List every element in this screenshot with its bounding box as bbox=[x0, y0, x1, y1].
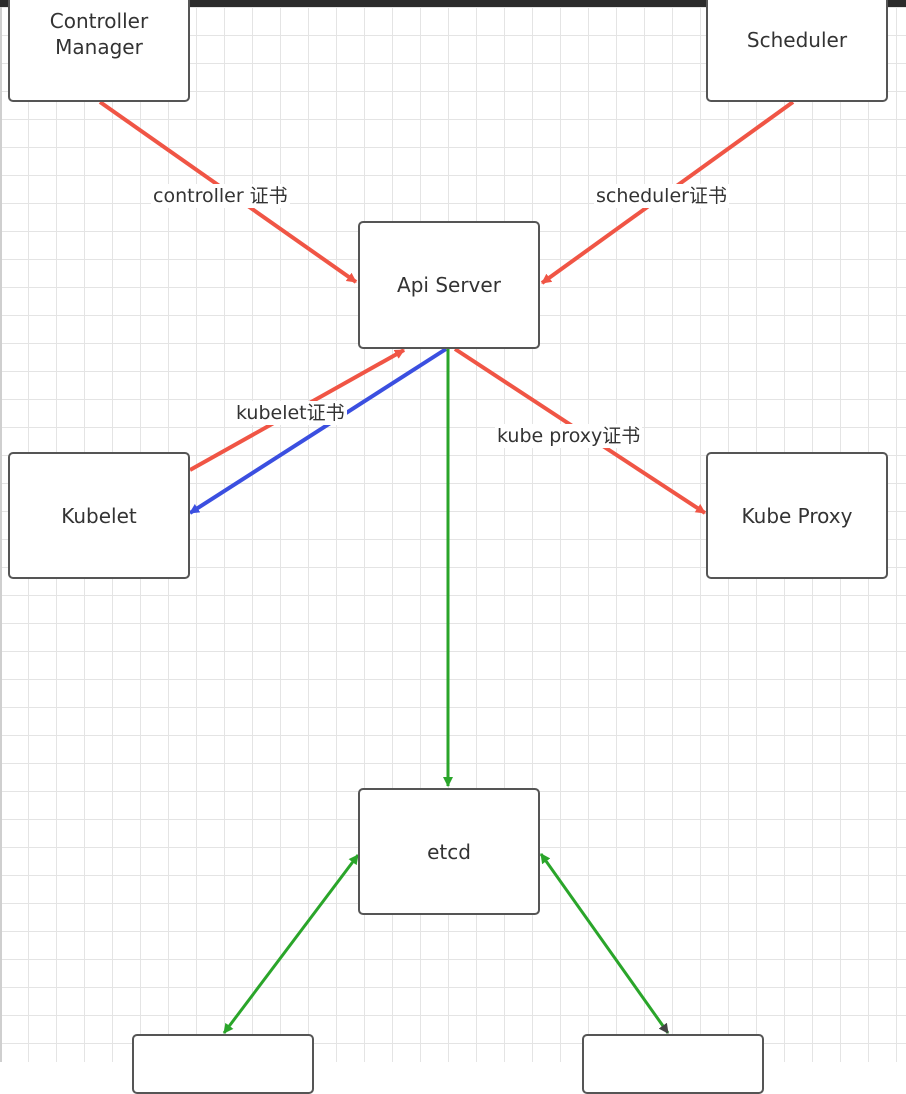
edge-etcd-bottom-left bbox=[222, 854, 360, 1034]
node-kubelet[interactable]: Kubelet bbox=[8, 452, 190, 579]
edge-api-to-kubelet bbox=[188, 347, 448, 515]
edge-label-kube-proxy: kube proxy证书 bbox=[495, 424, 643, 448]
node-api-server-label: Api Server bbox=[397, 273, 501, 297]
node-scheduler[interactable]: Scheduler bbox=[706, 0, 888, 102]
node-etcd[interactable]: etcd bbox=[358, 788, 540, 915]
node-scheduler-label: Scheduler bbox=[746, 28, 848, 52]
node-api-server[interactable]: Api Server bbox=[358, 221, 540, 349]
node-kubelet-label: Kubelet bbox=[61, 503, 137, 528]
edge-etcd-bottom-right bbox=[539, 853, 670, 1034]
canvas-left-border bbox=[0, 7, 2, 1062]
edge-label-kubelet: kubelet证书 bbox=[234, 401, 347, 425]
edge-label-scheduler: scheduler证书 bbox=[594, 184, 729, 208]
node-bottom-right[interactable] bbox=[582, 1034, 764, 1094]
window-top-bar bbox=[0, 0, 906, 7]
node-kube-proxy-label: Kube Proxy bbox=[741, 503, 853, 528]
node-controller-manager[interactable]: Controller Manager bbox=[8, 0, 190, 102]
node-bottom-left[interactable] bbox=[132, 1034, 314, 1094]
node-etcd-label: etcd bbox=[427, 839, 471, 864]
node-controller-manager-label: Controller Manager bbox=[49, 9, 149, 59]
edge-label-controller: controller 证书 bbox=[151, 184, 290, 208]
node-kube-proxy[interactable]: Kube Proxy bbox=[706, 452, 888, 579]
